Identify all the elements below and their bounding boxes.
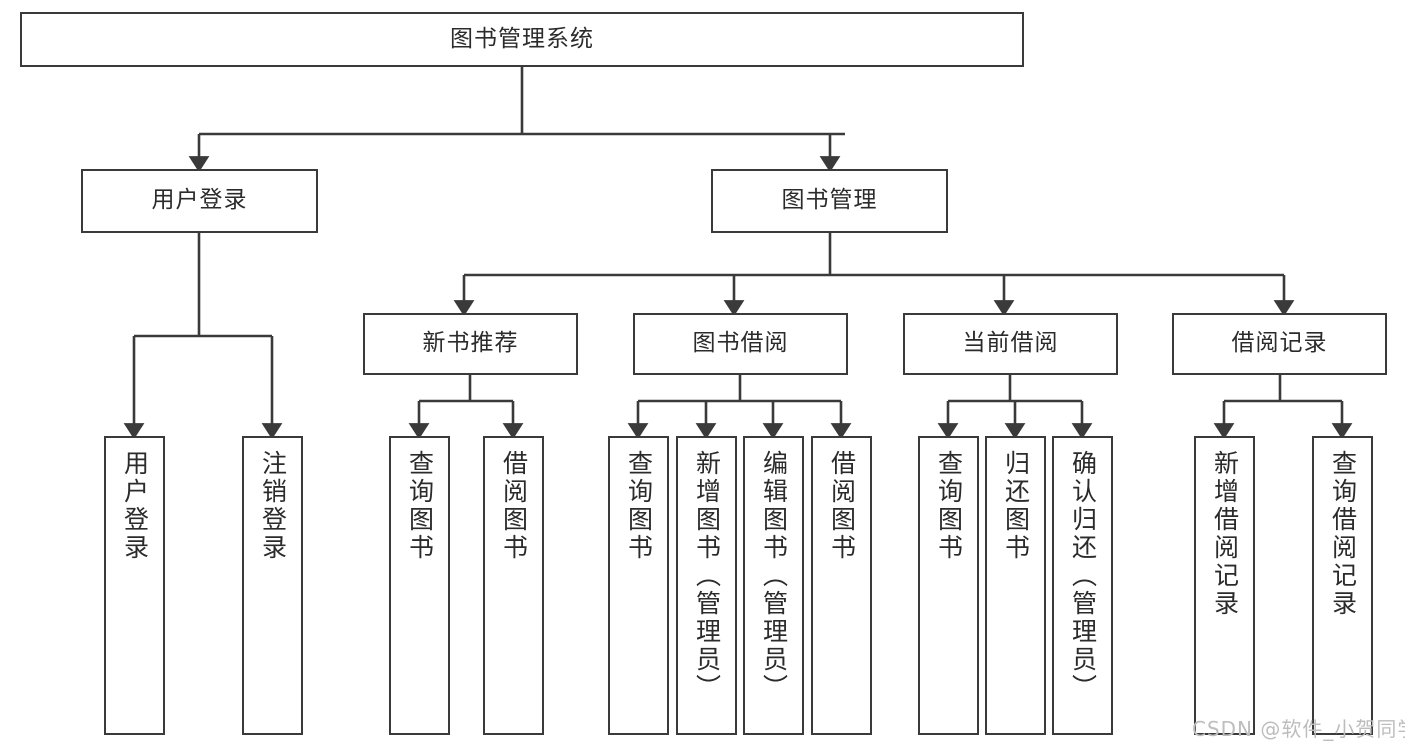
node-label: 确认归还（管理员）: [1068, 450, 1098, 702]
leaf-borrow-add-book-admin[interactable]: 新增图书（管理员）: [676, 436, 737, 735]
node-label: 图书管理系统: [450, 25, 594, 52]
leaf-borrow-lend-book[interactable]: 借阅图书: [811, 436, 872, 735]
node-label: 借阅记录: [1231, 330, 1328, 357]
node-label: 当前借阅: [962, 330, 1059, 357]
node-user-login[interactable]: 用户登录: [81, 169, 318, 233]
leaf-newbook-borrow-book[interactable]: 借阅图书: [483, 436, 544, 735]
leaf-current-query-book[interactable]: 查询图书: [918, 436, 979, 735]
node-book-borrow[interactable]: 图书借阅: [633, 313, 848, 375]
leaf-newbook-query-book[interactable]: 查询图书: [389, 436, 450, 735]
node-label: 注销登录: [258, 450, 288, 562]
leaf-user-logout[interactable]: 注销登录: [242, 436, 303, 735]
node-book-management[interactable]: 图书管理: [711, 169, 948, 233]
node-label: 查询图书: [934, 450, 964, 562]
leaf-current-confirm-return-admin[interactable]: 确认归还（管理员）: [1052, 436, 1113, 735]
node-label: 查询图书: [624, 450, 654, 562]
node-label: 图书管理: [781, 187, 878, 214]
node-label: 图书借阅: [692, 330, 789, 357]
node-label: 查询借阅记录: [1328, 450, 1358, 618]
node-current-borrow[interactable]: 当前借阅: [903, 313, 1118, 375]
node-label: 新增图书（管理员）: [692, 450, 722, 702]
node-root-system[interactable]: 图书管理系统: [20, 12, 1024, 67]
node-label: 编辑图书（管理员）: [759, 450, 789, 702]
leaf-record-query-record[interactable]: 查询借阅记录: [1312, 436, 1373, 735]
node-label: 用户登录: [151, 187, 248, 214]
node-label: 借阅图书: [827, 450, 857, 562]
node-new-book-recommend[interactable]: 新书推荐: [363, 313, 578, 375]
leaf-borrow-edit-book-admin[interactable]: 编辑图书（管理员）: [743, 436, 804, 735]
node-label: 用户登录: [120, 450, 150, 562]
leaf-user-login[interactable]: 用户登录: [104, 436, 165, 735]
node-label: 查询图书: [405, 450, 435, 562]
node-label: 新增借阅记录: [1210, 450, 1240, 618]
node-label: 新书推荐: [422, 330, 519, 357]
node-borrow-record[interactable]: 借阅记录: [1172, 313, 1387, 375]
node-label: 借阅图书: [499, 450, 529, 562]
node-label: 归还图书: [1001, 450, 1031, 562]
leaf-current-return-book[interactable]: 归还图书: [985, 436, 1046, 735]
leaf-record-add-record[interactable]: 新增借阅记录: [1194, 436, 1255, 735]
leaf-borrow-query-book[interactable]: 查询图书: [608, 436, 669, 735]
